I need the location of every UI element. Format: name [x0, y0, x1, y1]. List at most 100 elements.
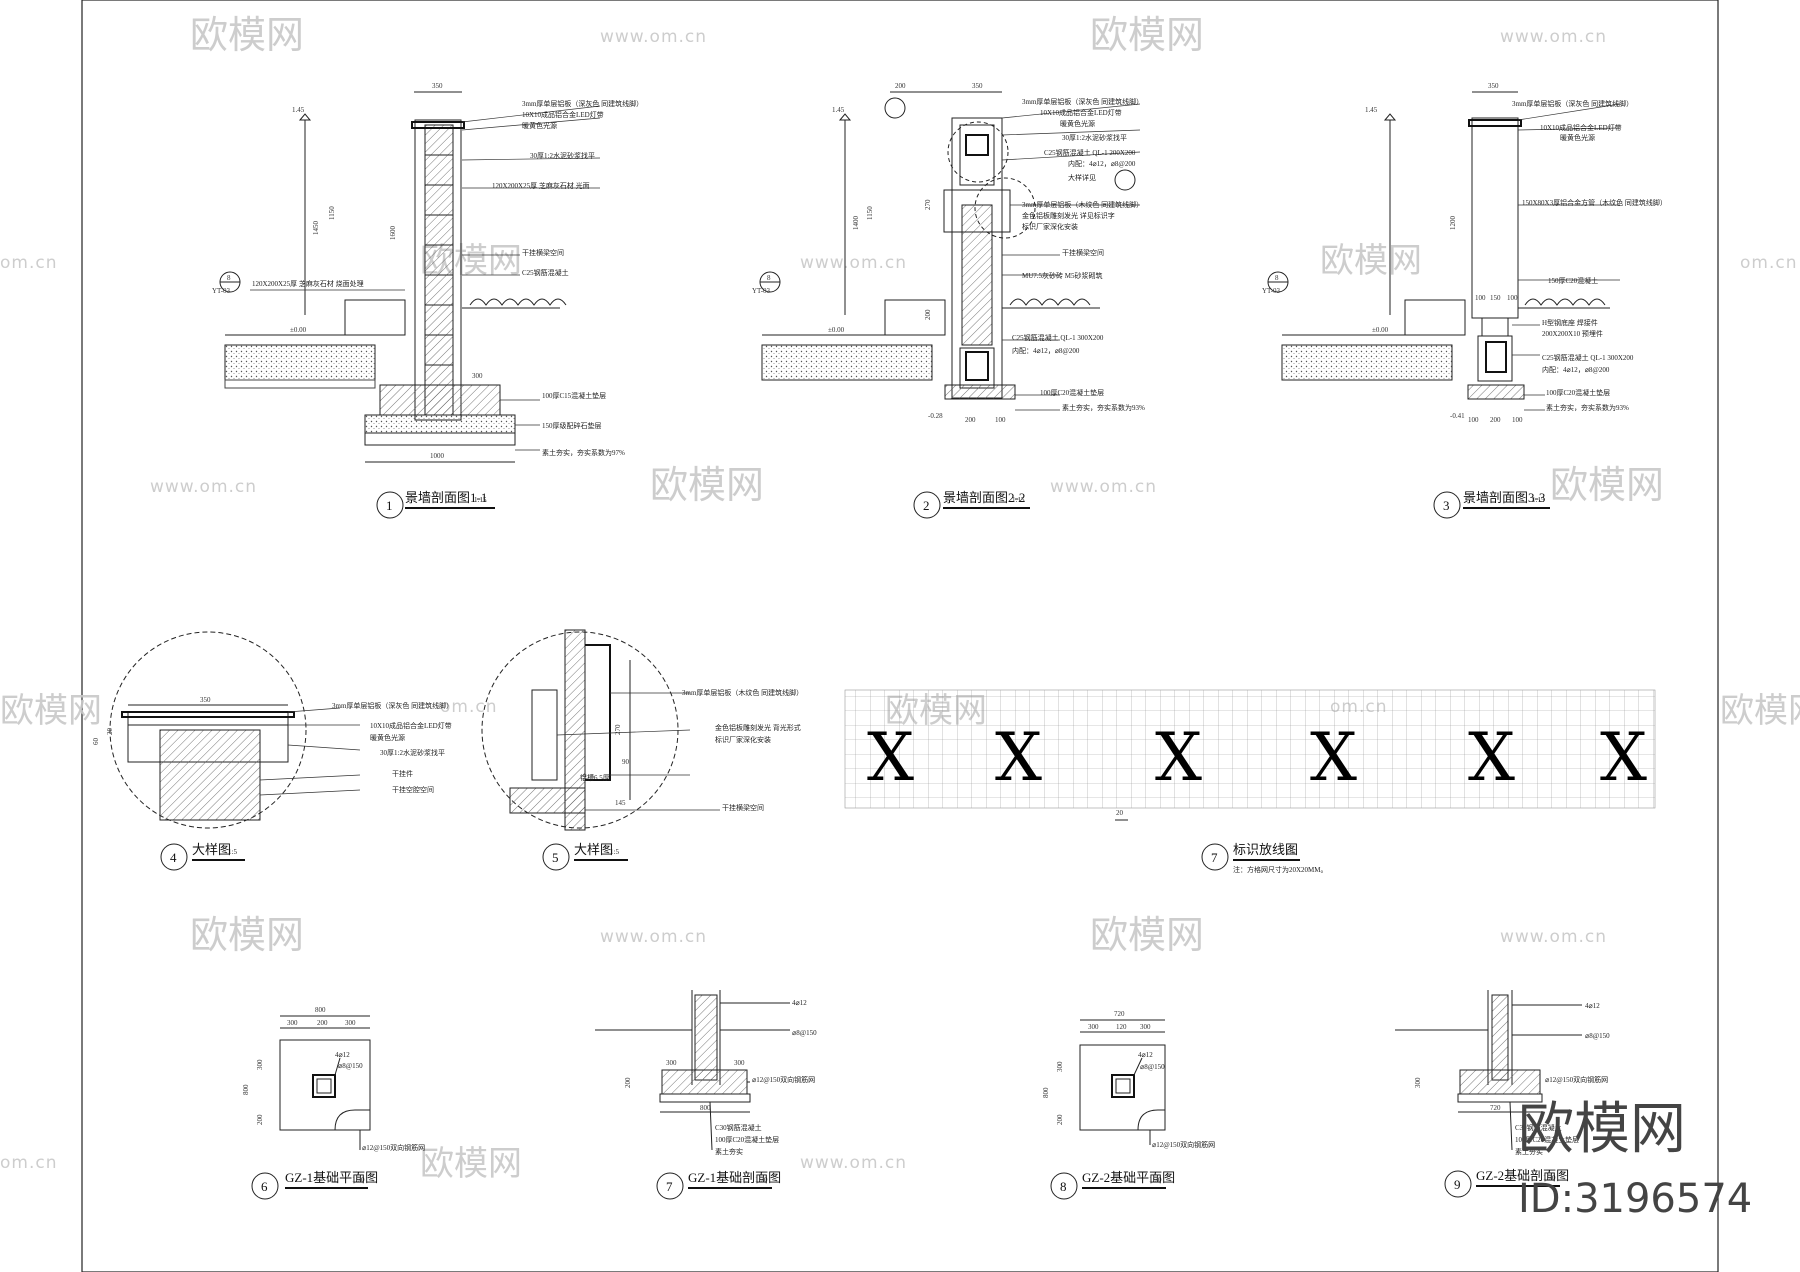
- dim-label: 300: [1140, 1023, 1151, 1031]
- dim-label: 200: [924, 309, 932, 320]
- note: 120X200X25厚 芝麻灰石材 光面: [492, 181, 590, 190]
- note: 3mm厚单层铝板（木纹色 同建筑线脚）: [1022, 200, 1143, 209]
- dim-label: 100: [1468, 416, 1479, 424]
- section-title-5: 5 大样图 1:5: [542, 842, 628, 871]
- section-title-2: 2 景墙剖面图2-2 1:15: [913, 490, 1030, 519]
- note: C25钢筋混凝土 QL-1 300X200: [1012, 333, 1104, 342]
- ref-number: 8: [227, 274, 231, 282]
- watermark-url: www.om.cn: [800, 1153, 907, 1173]
- dim-label: 1150: [866, 206, 874, 220]
- note: 10X10成品铝合金LED灯带: [1040, 108, 1122, 117]
- section-scale: 1:20: [352, 1176, 365, 1184]
- note: 内配：4⌀12，⌀8@200: [1012, 346, 1080, 355]
- note: ⌀12@150双向钢筋网: [1545, 1075, 1608, 1084]
- section-title: 景墙剖面图1-1: [405, 490, 487, 505]
- brand-stamp: 欧模网 ID:3196574: [1518, 1097, 1752, 1222]
- watermark-url: www.om.cn: [1500, 27, 1607, 47]
- note: 4⌀12: [1585, 1002, 1600, 1010]
- section-title-6: 6 GZ-1基础平面图 1:20: [251, 1170, 378, 1200]
- watermark-url: www.om.cn: [600, 27, 707, 47]
- elevation-label: 1.45: [832, 106, 845, 114]
- ref-number: 8: [1275, 274, 1279, 282]
- note: 内配：4⌀12，⌀8@200: [1068, 159, 1136, 168]
- section-title: GZ-2基础平面图: [1082, 1170, 1175, 1185]
- note: 10X10成品铝合金LED灯带: [370, 721, 452, 730]
- dim-label: 300: [1414, 1077, 1422, 1088]
- dim-label: 1450: [312, 221, 320, 236]
- brand-name: 欧模网: [1518, 1097, 1686, 1162]
- section-number: 6: [261, 1179, 268, 1194]
- sign-letter: X: [1600, 719, 1647, 796]
- note: C25钢筋混凝土: [522, 268, 569, 277]
- section-3-notes: 3mm厚单层铝板（深灰色 同建筑线脚） 10X10成品铝合金LED灯带 暖黄色光…: [1512, 99, 1667, 412]
- note: 干挂横梁空间: [722, 803, 764, 812]
- dim-label: 300: [472, 372, 483, 380]
- ref-sheet: YT-03: [212, 287, 231, 295]
- note: 干挂横梁空间: [522, 248, 564, 257]
- dim-label: 200: [256, 1114, 264, 1125]
- dim-label: 1200: [1449, 216, 1457, 231]
- dim-label: 100: [995, 416, 1006, 424]
- watermark-url: www.om.cn: [1050, 477, 1157, 497]
- note: 素土夯实，夯实系数为93%: [1546, 403, 1629, 412]
- brand-id: ID:3196574: [1518, 1176, 1752, 1222]
- section-6-drawing: 800 300 200 300 800 300 200: [242, 1006, 371, 1150]
- section-scale: 1:15: [1532, 496, 1545, 504]
- note: 素土夯实: [1515, 1147, 1543, 1156]
- watermark-brand: 欧模网: [190, 13, 304, 57]
- watermark-short: om.cn: [440, 697, 498, 717]
- watermark-short: om.cn: [1740, 253, 1798, 273]
- sign-letter: X: [867, 719, 914, 796]
- note: 素土夯实: [715, 1147, 743, 1156]
- dim-label: 1000: [430, 452, 445, 460]
- section-title-3: 3 景墙剖面图3-3 1:15: [1433, 490, 1550, 519]
- section-scale: 1:15: [474, 496, 487, 504]
- dim-label: 350: [1488, 82, 1499, 90]
- dim-label: 1600: [389, 226, 397, 241]
- dim-label: 20: [106, 728, 114, 736]
- note: 150厚级配碎石垫层: [542, 421, 602, 430]
- dim-label: 1400: [852, 216, 860, 231]
- note: 暖黄色光源: [1060, 119, 1095, 128]
- section-8-notes: 4⌀12 ⌀8@150 ⌀12@150双向钢筋网: [1138, 1051, 1215, 1149]
- note: 素土夯实，夯实系数为93%: [1062, 403, 1145, 412]
- note: 干挂空腔空间: [392, 785, 434, 794]
- section-4-notes: 3mm厚单层铝板（深灰色 同建筑线脚） 10X10成品铝合金LED灯带 暖黄色光…: [332, 701, 453, 794]
- section-7-drawing: 800 300 300 200: [595, 990, 790, 1151]
- note: 10X10成品铝合金LED灯带: [522, 110, 604, 119]
- note: 3mm厚单层铝板（深灰色 同建筑线脚）: [332, 701, 453, 710]
- dim-label: 100: [1475, 294, 1486, 302]
- ref-sheet: YT-03: [752, 287, 771, 295]
- section-number: 7: [1211, 850, 1218, 865]
- section-9-notes: 4⌀12 ⌀8@150 ⌀12@150双向钢筋网 C30钢筋混凝土 100厚C2…: [1515, 1002, 1610, 1156]
- section-title: GZ-1基础剖面图: [688, 1170, 781, 1185]
- watermark-brand: 欧模网: [420, 1144, 522, 1184]
- section-note: 注：方格网尺寸为20X20MM。: [1233, 865, 1328, 874]
- watermark-url: www.om.cn: [800, 253, 907, 273]
- elevation-label: -0.41: [1450, 412, 1465, 420]
- dim-label: 20: [1116, 809, 1124, 817]
- note: 4⌀12: [335, 1051, 350, 1059]
- dim-label: 90: [622, 758, 630, 766]
- note: 3mm厚单层铝板（深灰色 同建筑线脚）: [522, 99, 643, 108]
- dim-label: 720: [1114, 1010, 1125, 1018]
- dim-label: 300: [1088, 1023, 1099, 1031]
- section-2-drawing: 1.45 ±0.00 -0.28 1400 1150 270 200 200 3…: [752, 82, 1141, 424]
- section-title-8: 8 GZ-2基础平面图 1:20: [1050, 1170, 1175, 1200]
- section-scale: 1:20: [1543, 1174, 1556, 1182]
- watermark-brand: 欧模网: [650, 463, 764, 507]
- section-title-9: 9 GZ-2基础剖面图 1:20: [1444, 1168, 1569, 1198]
- section-scale: 1:5: [1286, 848, 1295, 856]
- section-3-drawing: 1.45 ±0.00 -0.41 1200 350 100 150 100 10…: [1262, 82, 1621, 424]
- dim-label: 1150: [328, 206, 336, 220]
- section-8-drawing: 720 300 120 300 800 300 200: [1042, 1010, 1166, 1145]
- watermark-short: om.cn: [0, 253, 58, 273]
- section-title-1: 1 景墙剖面图1-1 1:15: [376, 490, 495, 519]
- note: MU7.5灰砂砖 M5砂浆砌筑: [1022, 271, 1103, 280]
- section-number: 8: [1060, 1179, 1067, 1194]
- note: 暖黄色光源: [370, 733, 405, 742]
- watermark-url: www.om.cn: [1500, 927, 1607, 947]
- note: 200X200X10 预埋件: [1542, 329, 1603, 338]
- note: 30厚1:2水泥砂浆找平: [1062, 133, 1127, 142]
